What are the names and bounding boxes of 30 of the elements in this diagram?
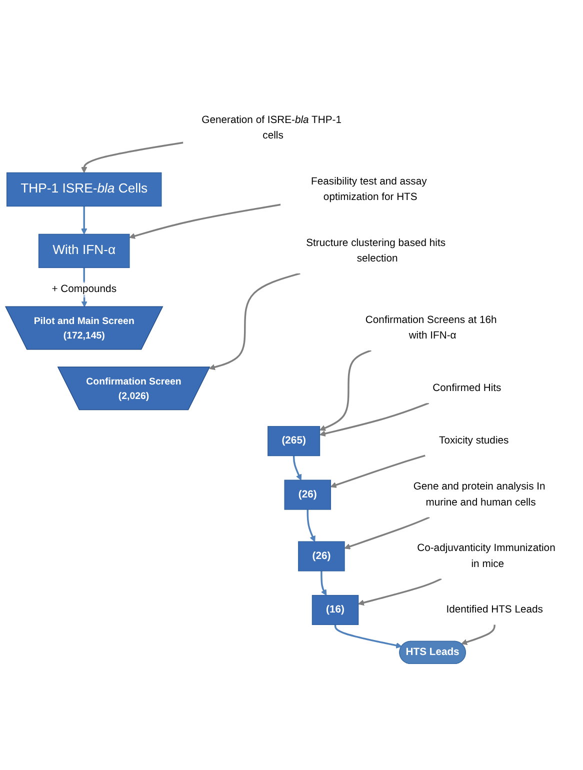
node-text: Identified HTS Leads bbox=[446, 604, 543, 616]
edge-label: + Compounds bbox=[52, 283, 117, 296]
arrow bbox=[292, 456, 302, 481]
node-box: (26) bbox=[284, 480, 332, 510]
node-box: (265) bbox=[268, 426, 320, 456]
node-text: Gene and protein analysis In murine and human cells bbox=[413, 481, 546, 508]
node-box: With IFN-α bbox=[38, 234, 130, 268]
arrow bbox=[461, 625, 496, 646]
arrow bbox=[358, 578, 442, 606]
arrow bbox=[330, 455, 426, 488]
arrow bbox=[319, 402, 430, 437]
node-text: Feasibility test and assay optimization for HTS bbox=[311, 176, 427, 203]
arrow bbox=[306, 510, 316, 542]
node-text: Confirmation Screens at 16h with IFN-α bbox=[365, 314, 497, 342]
node-box: (16) bbox=[312, 595, 359, 626]
node-text: Structure clustering based hits selection bbox=[306, 237, 446, 264]
node-text: Confirmed Hits bbox=[432, 382, 502, 394]
arrow bbox=[334, 625, 402, 649]
arrow bbox=[319, 350, 372, 432]
arrow bbox=[344, 516, 430, 550]
node-text: Co-adjuvanticity Immunization in mice bbox=[417, 542, 556, 570]
node-box: THP-1 ISRE-bla Cells bbox=[6, 172, 162, 207]
arrow bbox=[81, 142, 184, 174]
arrow bbox=[81, 206, 88, 235]
node-text: Generation of ISRE-bla THP-1 cells bbox=[202, 114, 342, 142]
node-text: Toxicity studies bbox=[439, 435, 509, 447]
arrow bbox=[129, 204, 281, 240]
arrow bbox=[209, 272, 300, 370]
arrow bbox=[320, 571, 327, 596]
node-box: (26) bbox=[298, 542, 345, 572]
